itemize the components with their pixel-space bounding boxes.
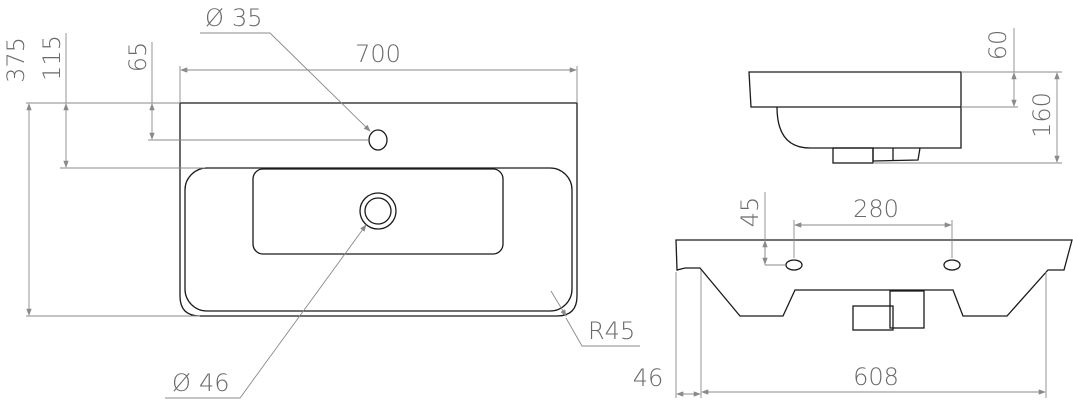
side-trap-2 xyxy=(872,147,921,162)
radius-label: R45 xyxy=(588,317,635,345)
dimension-total-height: 160 xyxy=(873,71,1062,164)
tap-hole-left xyxy=(785,259,803,271)
side-trap-1 xyxy=(832,147,874,164)
diameter-symbol: Ø xyxy=(205,4,224,32)
bottom-width-label: 608 xyxy=(853,363,899,391)
side-offset-label: 46 xyxy=(633,364,664,392)
dimension-depth: 375 xyxy=(2,37,200,317)
tap-offset-label: 65 xyxy=(124,42,152,73)
width-label: 700 xyxy=(355,40,401,68)
leader-drain: Ø 46 xyxy=(165,224,367,399)
total-height-label: 160 xyxy=(1028,92,1056,138)
drain-outer xyxy=(359,192,397,230)
side-rim xyxy=(748,71,962,108)
dimension-bottom-width: 608 46 xyxy=(633,270,1047,398)
basin-bottom xyxy=(252,168,504,255)
hole-spacing-label: 280 xyxy=(853,195,899,223)
leader-tap-hole: Ø 35 xyxy=(200,4,371,132)
dimension-rim-height: 60 xyxy=(961,28,1018,108)
top-view: 700 375 115 65 Ø 35 Ø 46 xyxy=(2,4,640,399)
basin-offset-label: 115 xyxy=(38,35,66,81)
front-trap-2 xyxy=(889,290,925,329)
dimension-basin-offset: 115 xyxy=(38,33,205,169)
tap-hole xyxy=(368,129,388,151)
drain-diameter-label: 46 xyxy=(199,369,230,397)
rim-height-label: 60 xyxy=(984,30,1012,61)
dimension-width: 700 xyxy=(179,40,578,103)
tap-hole-right xyxy=(943,259,961,271)
dimension-hole-offset: 45 xyxy=(736,192,785,266)
depth-label: 375 xyxy=(2,37,30,83)
hole-offset-label: 45 xyxy=(736,197,764,228)
tap-hole-diameter-label: 35 xyxy=(232,4,263,32)
front-view: 280 45 608 46 xyxy=(633,192,1073,398)
leader-radius: R45 xyxy=(550,290,640,347)
basin-outline xyxy=(179,102,578,317)
front-trap-1 xyxy=(852,305,894,331)
dimension-hole-spacing: 280 xyxy=(793,195,953,258)
side-view: 60 160 xyxy=(748,28,1062,164)
dimension-tap-offset: 65 xyxy=(124,42,368,141)
front-profile xyxy=(675,239,1073,317)
drain-inner xyxy=(364,197,392,225)
basin-bowl xyxy=(184,167,573,312)
diameter-symbol: Ø xyxy=(172,369,191,397)
side-bowl xyxy=(776,106,962,149)
